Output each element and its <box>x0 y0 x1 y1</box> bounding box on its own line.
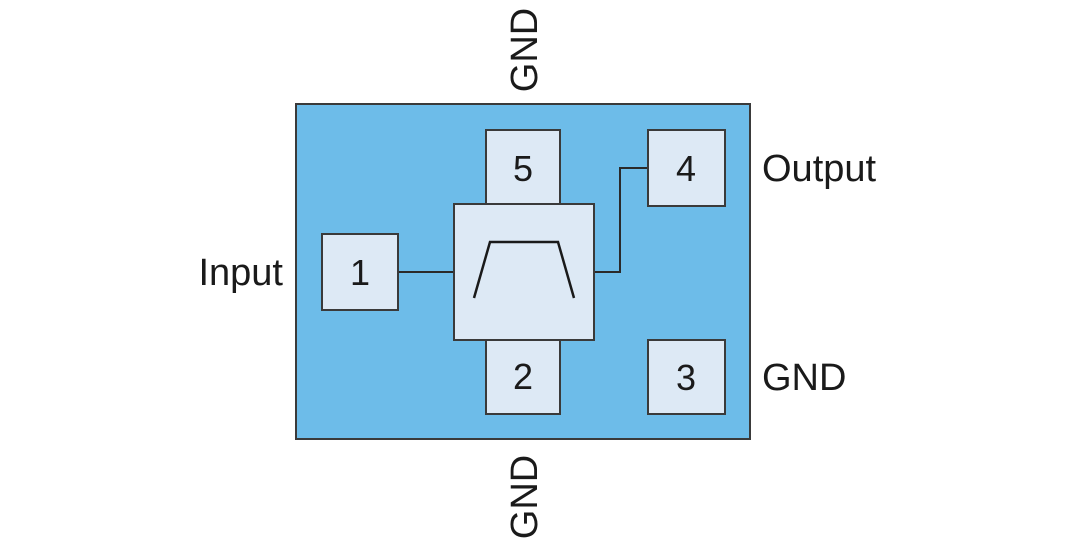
pad-1 <box>321 233 399 311</box>
gnd-top-label: GND <box>504 8 546 92</box>
pad-3-number: 3 <box>676 357 696 398</box>
pad-2-number: 2 <box>513 356 533 397</box>
pad-5 <box>485 129 561 207</box>
pad-5-number: 5 <box>513 148 533 189</box>
filter-body <box>453 203 595 341</box>
input-label: Input <box>198 252 283 294</box>
pad-4-number: 4 <box>676 148 696 189</box>
bandpass-filter-icon <box>472 240 576 299</box>
pad-1-number: 1 <box>350 252 370 293</box>
gnd-bottom-label: GND <box>504 455 546 539</box>
pad-3 <box>647 339 726 415</box>
pad-2 <box>485 337 561 415</box>
gnd-right-label: GND <box>762 357 846 399</box>
pad-4 <box>647 129 726 207</box>
output-label: Output <box>762 148 877 190</box>
output-trace <box>594 167 648 273</box>
